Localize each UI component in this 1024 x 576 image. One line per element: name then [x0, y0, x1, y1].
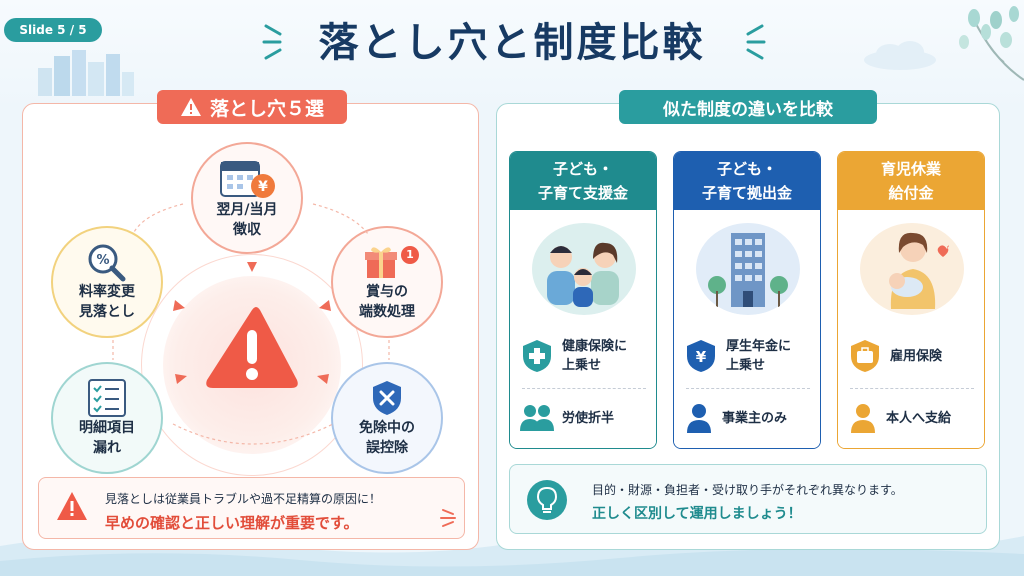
column-header-line2: 子育て拠出金 [701, 184, 792, 202]
svg-text:%: % [96, 253, 109, 268]
emphasis-marks-icon [440, 509, 456, 527]
column-header: 子ども・ 子育て支援金 [510, 152, 656, 210]
column-header-line2: 給付金 [888, 184, 934, 202]
pitfall-item-collection-timing: ¥ 翌月/当月 徴収 [191, 142, 303, 254]
pitfalls-header: 落とし穴５選 [157, 90, 347, 124]
note-line-2: 早めの確認と正しい理解が重要です。 [105, 514, 359, 532]
pitfall-label-line1: 料率変更 [79, 284, 135, 300]
pitfall-badge: 1 [401, 246, 419, 264]
pitfall-label-line1: 明細項目 [79, 420, 135, 436]
comparison-panel: 似た制度の違いを比較 子ども・ 子育て支援金 健康保険に上乗せ [496, 90, 1000, 550]
pitfall-item-bonus-rounding: 1 賞与の 端数処理 [331, 226, 443, 338]
pitfall-label-line1: 賞与の [366, 284, 408, 300]
row-divider [850, 388, 974, 389]
connector-arrows [112, 203, 390, 445]
checklist-icon [88, 379, 126, 417]
page-title: 落とし穴と制度比較 [318, 20, 706, 66]
pitfalls-header-label: 落とし穴５選 [209, 97, 324, 120]
note-line-1: 見落としは従業員トラブルや過不足精算の原因に！ [105, 492, 382, 506]
shield-plus-icon [523, 340, 551, 372]
pitfall-label-line2: 見落とし [79, 304, 135, 320]
magnifier-percent-icon: % [88, 244, 126, 282]
pitfall-item-missing-items: 明細項目 漏れ [51, 362, 163, 474]
slide-number-badge: Slide 5 / 5 [4, 18, 102, 42]
people-icon [520, 405, 554, 431]
pitfall-label-line2: 徴収 [233, 222, 261, 238]
cloud-decoration [864, 41, 936, 70]
row-text: 事業主のみ [722, 410, 788, 426]
row-divider [686, 388, 810, 389]
title-accent-left [262, 24, 282, 60]
row-text-line2: 上乗せ [726, 358, 766, 373]
column-body: ¥ 厚生年金に上乗せ 事業主のみ [674, 210, 820, 448]
comparison-note: 目的・財源・負担者・受け取り手がそれぞれ異なります。 正しく区別して運用しましょ… [509, 464, 987, 534]
pitfall-label-line1: 免除中の [359, 420, 415, 436]
city-skyline-illustration [38, 50, 134, 96]
note-line-2: 正しく区別して運用しましょう！ [592, 506, 802, 522]
column-child-contribution: 子ども・ 子育て拠出金 ¥ [673, 151, 821, 449]
column-row-payer: 事業主のみ [684, 396, 814, 440]
parent-baby-illustration [860, 223, 964, 315]
warning-icon [57, 492, 87, 520]
column-header-line1: 子ども・ [552, 160, 613, 178]
column-header: 育児休業 給付金 [838, 152, 984, 210]
person-icon [851, 404, 875, 433]
pitfall-item-exemption-error: 免除中の 誤控除 [331, 362, 443, 474]
briefcase-icon [851, 340, 879, 372]
row-text: 労使折半 [562, 410, 615, 426]
comparison-header: 似た制度の違いを比較 [619, 90, 877, 124]
family-illustration [532, 223, 636, 315]
row-divider [522, 388, 646, 389]
pitfall-label-line2: 端数処理 [359, 304, 415, 320]
column-row-financing: 健康保険に上乗せ [520, 328, 650, 384]
office-building-illustration [696, 223, 800, 315]
column-row-payer: 労使折半 [520, 396, 650, 440]
column-body: 健康保険に上乗せ 労使折半 [510, 210, 656, 448]
row-text: 本人へ支給 [886, 410, 952, 426]
column-childcare-leave: 育児休業 給付金 雇用保険 [837, 151, 985, 449]
pitfall-label-line1: 翌月/当月 [216, 202, 278, 218]
row-text-line2: 上乗せ [562, 358, 602, 373]
column-row-financing: 雇用保険 [848, 328, 978, 384]
svg-text:¥: ¥ [258, 179, 268, 195]
column-body: 雇用保険 本人へ支給 [838, 210, 984, 448]
pitfall-label-line2: 誤控除 [366, 440, 408, 456]
gift-icon [365, 247, 397, 278]
column-header-line1: 育児休業 [880, 160, 941, 178]
lightbulb-icon [527, 480, 567, 520]
large-warning-icon [206, 307, 298, 388]
center-outer-ring [141, 254, 363, 476]
title-accent-right [746, 24, 766, 60]
column-child-support: 子ども・ 子育て支援金 健康保険に上乗せ [509, 151, 657, 449]
tree-branch-decoration [959, 6, 1024, 81]
warning-icon [180, 98, 201, 116]
row-text-line1: 健康保険に [562, 339, 628, 354]
column-header: 子ども・ 子育て拠出金 [674, 152, 820, 210]
note-line-1: 目的・財源・負担者・受け取り手がそれぞれ異なります。 [592, 483, 903, 497]
shield-yen-icon: ¥ [687, 340, 715, 372]
pitfall-item-rate-change: % 料率変更 見落とし [51, 226, 163, 338]
pitfall-label-line2: 漏れ [93, 440, 121, 456]
svg-text:¥: ¥ [696, 348, 707, 366]
row-text-line1: 厚生年金に [726, 339, 792, 354]
person-icon [687, 404, 711, 433]
row-text-line1: 雇用保険 [890, 348, 943, 364]
shield-x-icon [373, 381, 401, 415]
column-header-line1: 子ども・ [716, 160, 777, 178]
pitfalls-note: 見落としは従業員トラブルや過不足精算の原因に！ 早めの確認と正しい理解が重要です… [38, 477, 465, 539]
pitfalls-panel: 落とし穴５選 ¥ 翌月/当月 徴収 1 賞与の [22, 90, 479, 550]
column-row-payer: 本人へ支給 [848, 396, 978, 440]
column-header-line2: 子育て支援金 [537, 184, 628, 202]
column-row-financing: ¥ 厚生年金に上乗せ [684, 328, 814, 384]
calendar-yen-icon: ¥ [220, 161, 275, 198]
